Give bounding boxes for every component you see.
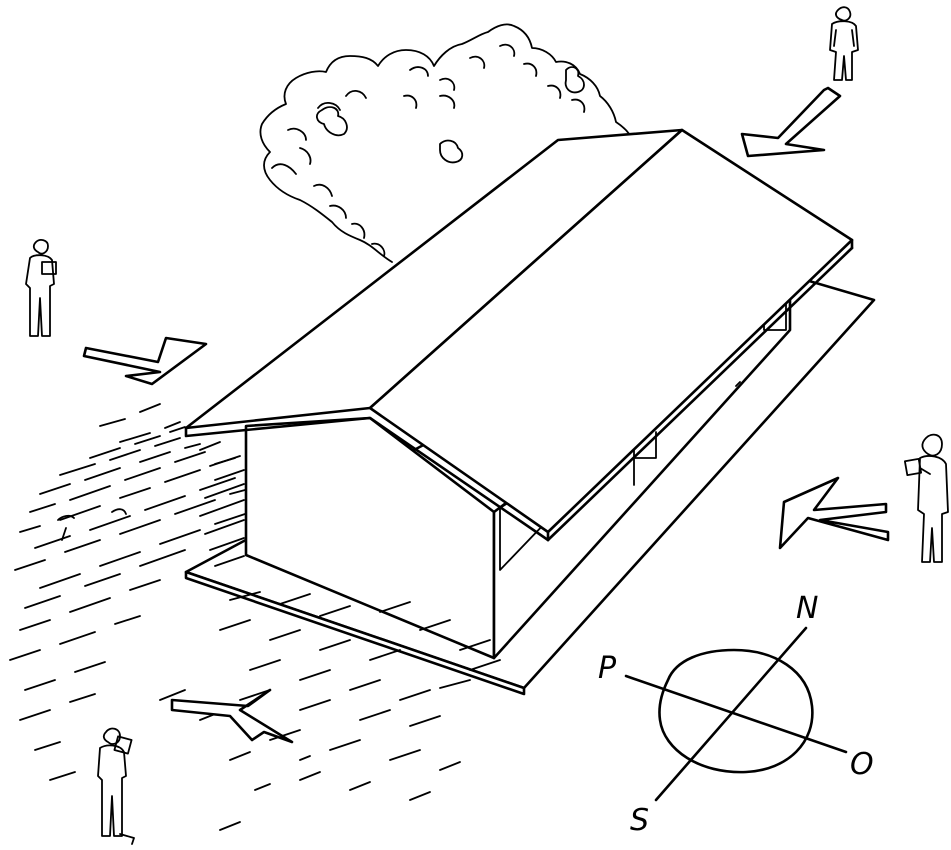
compass-north-label: N (796, 591, 818, 626)
compass-ellipse (659, 650, 812, 772)
observer-figure-icon (905, 435, 948, 562)
compass-west-label: P (598, 651, 617, 686)
observer-figure-icon (98, 729, 134, 844)
observer-figure-icon (26, 240, 56, 336)
arrow-from-north-east-icon (742, 88, 840, 156)
compass-rose: N S O P (598, 591, 874, 838)
compass-east-label: O (850, 747, 874, 782)
observer-figure-icon (830, 7, 858, 80)
arrow-from-south-west-icon (172, 690, 292, 742)
compass-axis-north-south (656, 628, 806, 800)
compass-south-label: S (630, 803, 649, 838)
arrow-from-west-icon (84, 338, 206, 384)
arrow-from-east-icon (780, 478, 888, 548)
